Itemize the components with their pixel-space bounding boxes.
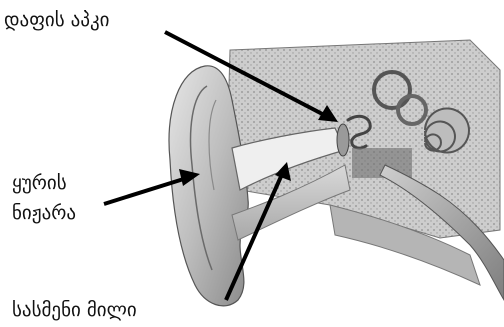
label-auricle-line1: ყურის bbox=[12, 171, 67, 195]
eardrum-shape bbox=[337, 124, 349, 156]
label-auricle-line2: ნიჟარა bbox=[12, 201, 76, 225]
cochlea bbox=[425, 109, 469, 153]
label-eardrum: დაფის აპკი bbox=[4, 8, 110, 32]
label-ear-canal: სასმენი მილი bbox=[12, 298, 137, 322]
